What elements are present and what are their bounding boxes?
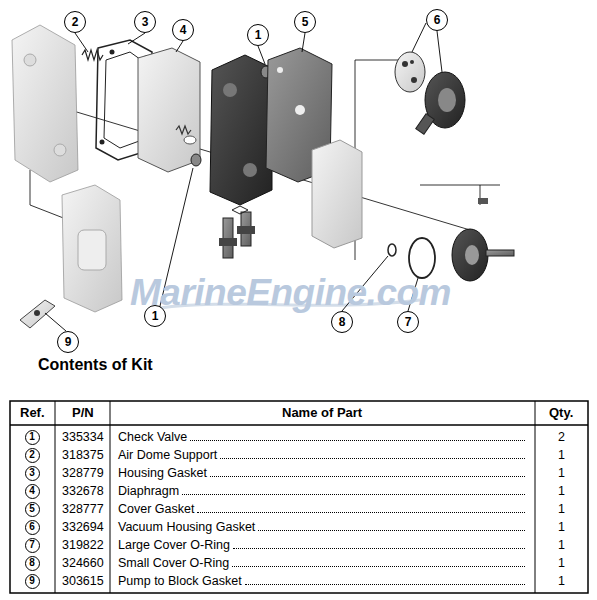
callout-number: 7 [397,311,419,333]
callout-text: 9 [29,576,35,586]
callout-number: 4 [25,484,40,499]
dot-leader [258,530,525,531]
callout-text: 7 [29,540,35,550]
table-header: P/N [72,405,94,420]
callout-number: 1 [25,430,40,445]
part-name: Housing Gasket [118,465,207,481]
callout-text: 9 [65,336,72,348]
part-number: 303615 [62,573,104,589]
callout-number: 5 [25,502,40,517]
table-header: Qty. [549,405,573,420]
callout-text: 1 [29,432,35,442]
part-number: 332678 [62,483,104,499]
callout-text: 7 [405,316,412,328]
dot-leader [197,512,525,513]
part-name: Large Cover O-Ring [118,537,230,553]
dot-leader [190,440,525,441]
callout-number: 1 [247,24,269,46]
dot-leader [220,458,525,459]
callout-number: 8 [25,556,40,571]
callout-number: 6 [25,520,40,535]
quantity: 1 [558,555,565,571]
part-name: Diaphragm [118,483,179,499]
part-name: Cover Gasket [118,501,194,517]
callout-text: 4 [29,486,35,496]
dot-leader [233,548,525,549]
callout-text: 3 [29,468,35,478]
dot-leader [232,566,525,567]
dot-leader [182,494,525,495]
callout-number: 6 [426,9,448,31]
callout-number: 2 [64,11,86,33]
dot-leader [210,476,525,477]
part-number: 318375 [62,447,104,463]
callout-number: 3 [25,466,40,481]
part-name: Pump to Block Gasket [118,573,242,589]
quantity: 1 [558,573,565,589]
callout-text: 8 [339,316,346,328]
callout-text: 8 [29,558,35,568]
callout-number: 4 [172,19,194,41]
part-number: 328779 [62,465,104,481]
callout-number: 5 [294,11,316,33]
quantity: 1 [558,537,565,553]
part-number: 324660 [62,555,104,571]
part-number: 335334 [62,429,104,445]
part-name: Check Valve [118,429,187,445]
part-name: Small Cover O-Ring [118,555,229,571]
callout-number: 2 [25,448,40,463]
quantity: 1 [558,447,565,463]
callout-number: 9 [25,574,40,589]
callout-text: 5 [29,504,35,514]
callout-text: 1 [255,29,262,41]
part-name: Air Dome Support [118,447,217,463]
callout-number: 8 [331,311,353,333]
quantity: 1 [558,501,565,517]
callout-text: 2 [72,16,79,28]
callout-text: 2 [29,450,35,460]
callout-text: 6 [29,522,35,532]
callout-text: 3 [142,16,149,28]
part-name: Vacuum Housing Gasket [118,519,255,535]
table-header: Ref. [20,405,45,420]
callout-number: 9 [57,331,79,353]
table-header: Name of Part [282,405,362,420]
watermark: MarineEngine.com [130,272,451,314]
callout-text: 6 [434,14,441,26]
callout-number: 7 [25,538,40,553]
callout-number: 3 [134,11,156,33]
quantity: 1 [558,465,565,481]
quantity: 1 [558,519,565,535]
part-number: 328777 [62,501,104,517]
dot-leader [245,584,525,585]
quantity: 1 [558,483,565,499]
quantity: 2 [558,429,565,445]
callout-text: 5 [302,16,309,28]
callout-text: 4 [180,24,187,36]
part-number: 319822 [62,537,104,553]
part-number: 332694 [62,519,104,535]
kit-title: Contents of Kit [38,356,153,374]
